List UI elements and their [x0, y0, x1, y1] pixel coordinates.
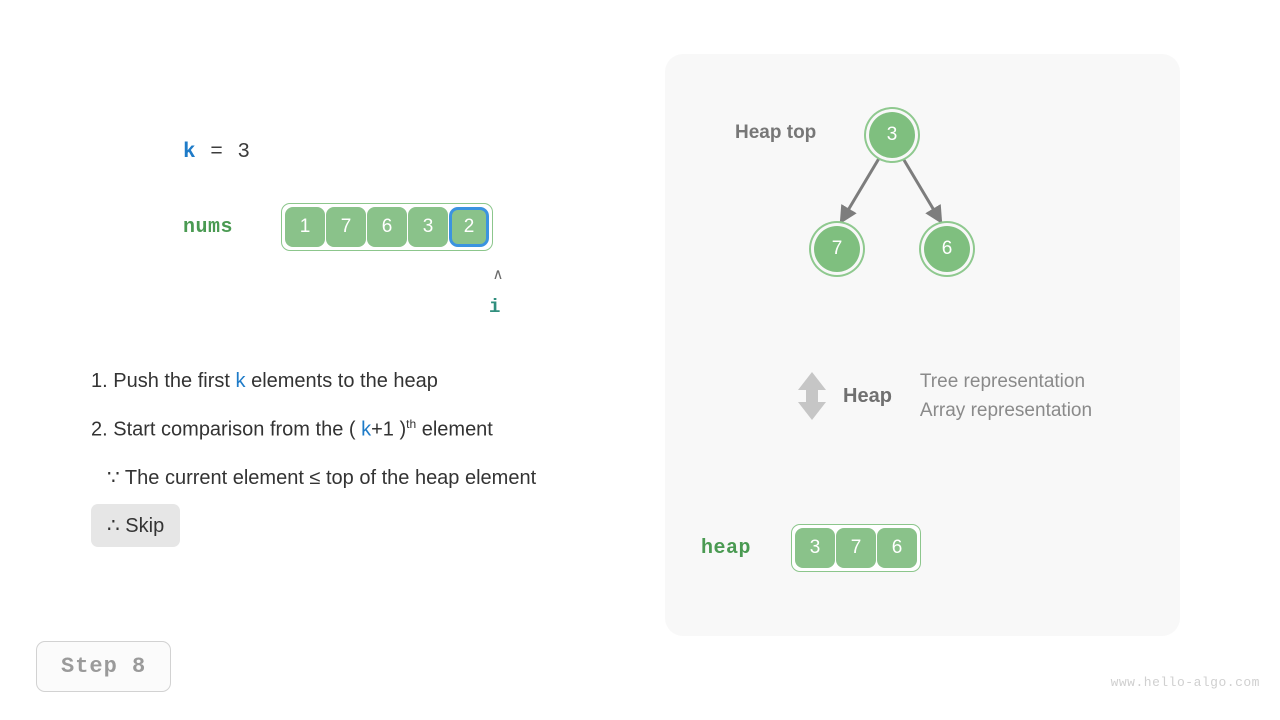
step-1-k-var: k — [235, 370, 246, 392]
legend-array-representation: Array representation — [919, 399, 1093, 421]
k-variable-name: k — [183, 141, 197, 164]
heap-array-label: heap — [701, 537, 752, 560]
reason-text: ∵ The current element ≤ top of the heap … — [107, 466, 537, 489]
edge-root-to-right — [899, 154, 943, 225]
tree-node-right-child[interactable]: 6 — [924, 226, 970, 272]
legend-tree-representation: Tree representation — [919, 370, 1086, 392]
legend-representation-texts: Tree representation Array representation — [920, 371, 1092, 422]
representation-legend: Heap Tree representation Array represent… — [795, 370, 1092, 422]
step-2-prefix: 2. Start comparison from the ( — [91, 418, 362, 441]
legend-heap-label: Heap — [843, 384, 892, 407]
step-2-superscript: th — [406, 417, 417, 431]
step-2-k-var: k — [361, 418, 372, 441]
explanation-steps: 1. Push the first k elements to the heap… — [91, 368, 691, 547]
nums-cell-0[interactable]: 1 — [285, 207, 325, 247]
heap-array: 3 7 6 — [791, 524, 921, 572]
heap-top-label: Heap top — [735, 122, 817, 143]
step-1-suffix: elements to the heap — [245, 370, 438, 392]
step-counter-badge: Step 8 — [36, 641, 172, 692]
k-variable-row: k = 3 — [183, 141, 251, 164]
watermark-text: www.hello-algo.com — [1110, 675, 1260, 690]
heap-cell-2[interactable]: 6 — [877, 528, 917, 568]
edge-root-to-left — [839, 154, 883, 225]
heap-visualization-panel: Heap top 3 7 6 Heap Tree representation … — [665, 54, 1180, 636]
nums-cell-4-current[interactable]: 2 — [449, 207, 489, 247]
nums-cell-3[interactable]: 3 — [408, 207, 448, 247]
heap-cell-0[interactable]: 3 — [795, 528, 835, 568]
conclusion-badge: ∴ Skip — [91, 503, 181, 547]
step-1-prefix: 1. Push the first — [91, 370, 236, 392]
nums-cell-2[interactable]: 6 — [367, 207, 407, 247]
heap-cell-1[interactable]: 7 — [836, 528, 876, 568]
nums-cell-1[interactable]: 7 — [326, 207, 366, 247]
double-arrow-icon — [798, 372, 826, 420]
index-pointer-label: i — [489, 296, 501, 318]
step-2-suffix: element — [416, 418, 493, 441]
index-pointer-caret-icon: ∧ — [492, 266, 504, 283]
step-1-text: 1. Push the first k elements to the heap — [91, 368, 691, 395]
tree-node-root[interactable]: 3 — [869, 112, 915, 158]
k-variable-value: = 3 — [210, 141, 252, 164]
step-2-text: 2. Start comparison from the ( k+1 )th e… — [91, 416, 691, 444]
tree-node-left-child[interactable]: 7 — [814, 226, 860, 272]
tree-edges — [839, 154, 943, 225]
nums-array: 1 7 6 3 2 — [281, 203, 493, 251]
nums-array-label: nums — [183, 216, 234, 239]
step-2-mid: +1 ) — [371, 418, 407, 441]
